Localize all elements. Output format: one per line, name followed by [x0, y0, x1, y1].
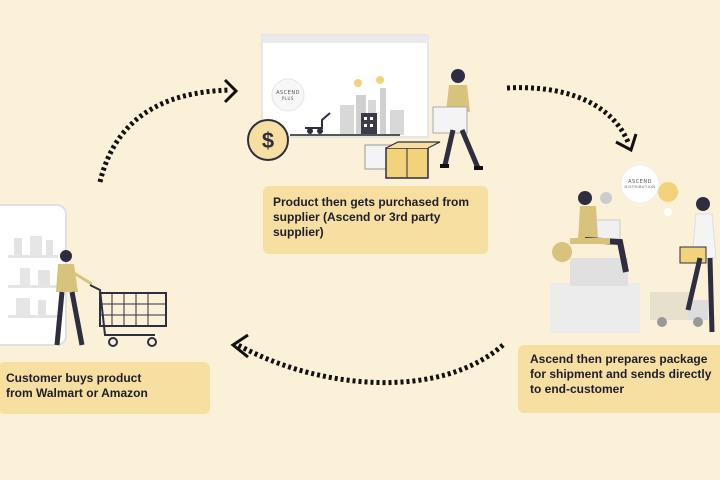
- worker-carrying-box: [433, 69, 483, 170]
- caption-line: Product then gets purchased from: [273, 195, 478, 210]
- arrow-shipment-to-customer: [238, 345, 503, 383]
- caption-line: to end-customer: [530, 382, 720, 397]
- step-caption-shipment: Ascend then prepares package for shipmen…: [518, 345, 720, 413]
- factory-scene: [262, 35, 428, 137]
- step-caption-supplier: Product then gets purchased from supplie…: [263, 186, 488, 254]
- distribution-logo-sub: DISTRIBUTION: [620, 185, 660, 189]
- cardboard-boxes: [365, 142, 440, 178]
- distribution-scene: [550, 165, 716, 333]
- caption-line: supplier): [273, 225, 478, 240]
- dollar-sign: $: [262, 128, 274, 153]
- phone-shop-scene: [0, 205, 66, 345]
- caption-line: from Walmart or Amazon: [6, 386, 200, 401]
- arrow-supplier-to-shipment: [507, 88, 628, 142]
- shopper-with-cart: [56, 250, 166, 346]
- distribution-logo: ASCEND DISTRIBUTION: [620, 179, 660, 189]
- caption-line: supplier (Ascend or 3rd party: [273, 210, 478, 225]
- factory-logo-sub: PLUS: [270, 96, 306, 101]
- caption-line: Customer buys product: [6, 371, 200, 386]
- factory-logo: ASCEND PLUS: [270, 90, 306, 101]
- step-caption-customer: Customer buys product from Walmart or Am…: [0, 362, 210, 414]
- arrow-customer-to-supplier: [100, 90, 230, 182]
- caption-line: for shipment and sends directly: [530, 367, 720, 382]
- caption-line: Ascend then prepares package: [530, 352, 720, 367]
